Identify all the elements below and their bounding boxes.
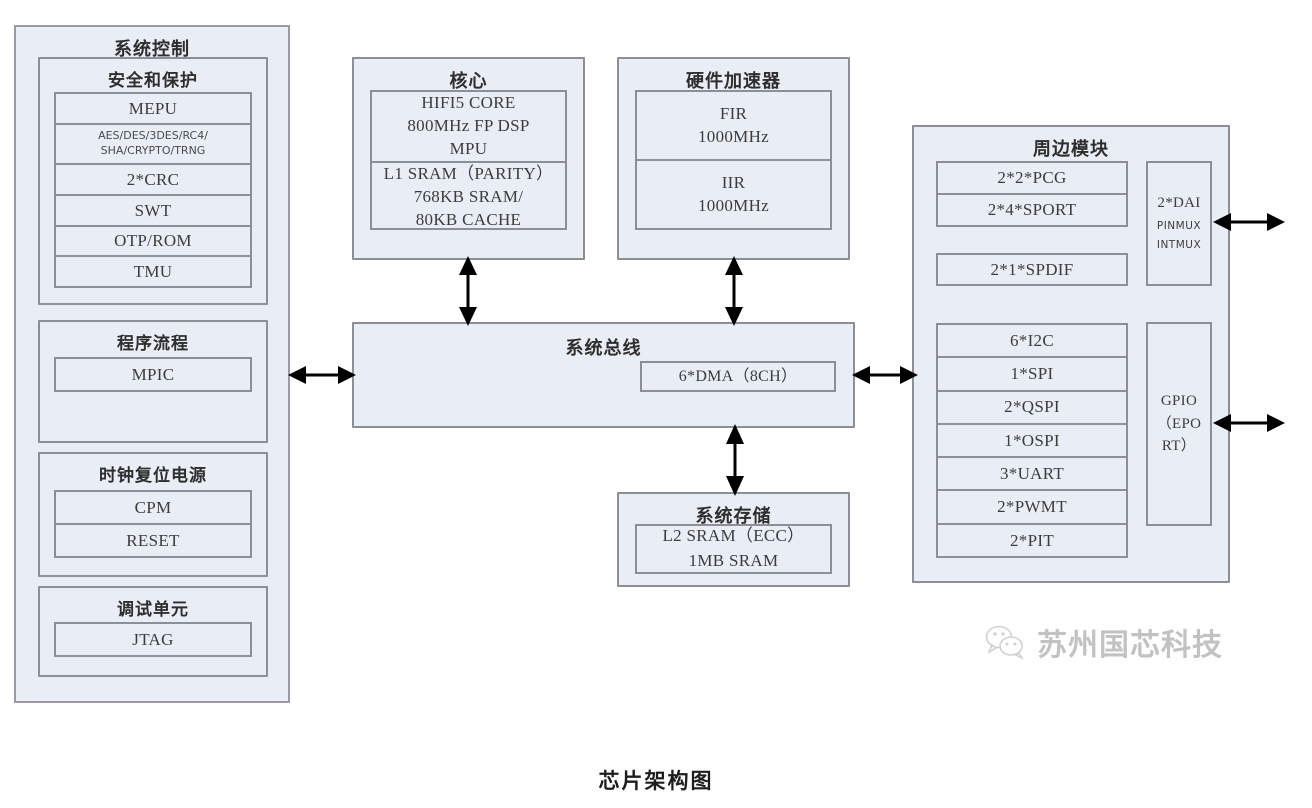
peripheral-modules-title: 周边模块 xyxy=(1033,139,1109,160)
security-item-crc[interactable]: 2*CRC xyxy=(56,165,250,197)
clock-item-cpm[interactable]: CPM xyxy=(56,492,250,525)
peripheral-item-i2c[interactable]: 6*I2C xyxy=(938,325,1126,359)
core-item-l1-sram[interactable]: L1 SRAM（PARITY） 768KB SRAM/ 80KB CACHE xyxy=(383,163,554,229)
security-item-swt[interactable]: SWT xyxy=(56,196,250,227)
peripheral-item-pit[interactable]: 2*PIT xyxy=(1010,530,1054,550)
security-protection-title: 安全和保护 xyxy=(108,71,198,91)
security-item-otp-rom[interactable]: OTP/ROM xyxy=(56,227,250,258)
debug-unit-title: 调试单元 xyxy=(117,600,189,620)
security-item-crypto[interactable]: AES/DES/3DES/RC4/ SHA/CRYPTO/TRNG xyxy=(56,125,250,166)
clock-reset-power-title: 时钟复位电源 xyxy=(99,466,207,486)
security-item-mepu[interactable]: MEPU xyxy=(56,94,250,125)
peripheral-item-uart[interactable]: 3*UART xyxy=(938,458,1126,492)
debug-unit-item-list: JTAG xyxy=(54,622,252,657)
dma-block[interactable]: 6*DMA（8CH） xyxy=(640,361,836,392)
l2-sram-block[interactable]: L2 SRAM（ECC） 1MB SRAM xyxy=(635,524,832,574)
peripheral-item-pwmt[interactable]: 2*PWMT xyxy=(938,491,1126,525)
security-item-tmu[interactable]: TMU xyxy=(133,261,173,281)
core-item-hifi5[interactable]: HIFI5 CORE 800MHz FP DSP MPU xyxy=(372,92,565,163)
program-flow-item-list: MPIC xyxy=(54,357,252,392)
core-title: 核心 xyxy=(449,71,488,92)
watermark-text: 苏州国芯科技 xyxy=(1037,628,1223,663)
program-flow-item-mpic[interactable]: MPIC xyxy=(131,364,175,384)
hardware-accelerator-item-list: FIR 1000MHz IIR 1000MHz xyxy=(635,90,832,230)
arrow-core-to-bus xyxy=(459,256,477,326)
arrow-control-to-bus xyxy=(288,366,356,384)
arrow-gpio-external-io xyxy=(1213,414,1285,432)
debug-item-jtag[interactable]: JTAG xyxy=(132,629,174,649)
peripheral-serial-list: 6*I2C 1*SPI 2*QSPI 1*OSPI 3*UART 2*PWMT … xyxy=(936,323,1128,558)
peripheral-item-spdif[interactable]: 2*1*SPDIF xyxy=(990,259,1074,279)
peripheral-item-pcg[interactable]: 2*2*PCG xyxy=(938,163,1126,195)
arrow-bus-to-peripherals xyxy=(852,366,918,384)
peripheral-item-qspi[interactable]: 2*QSPI xyxy=(938,392,1126,425)
intmux-label: INTMUX xyxy=(1156,239,1202,252)
dai-block[interactable]: 2*DAI PINMUX INTMUX xyxy=(1146,161,1212,286)
core-item-list: HIFI5 CORE 800MHz FP DSP MPU L1 SRAM（PAR… xyxy=(370,90,567,230)
watermark: 苏州国芯科技 xyxy=(985,620,1223,664)
arrow-bus-to-memory xyxy=(726,424,744,496)
accelerator-item-fir[interactable]: FIR 1000MHz xyxy=(637,92,830,161)
clock-reset-power-item-list: CPM RESET xyxy=(54,490,252,558)
clock-item-reset[interactable]: RESET xyxy=(126,530,180,550)
program-flow-title: 程序流程 xyxy=(117,334,189,354)
system-bus-title: 系统总线 xyxy=(565,338,642,359)
peripheral-audio-list: 2*2*PCG 2*4*SPORT xyxy=(936,161,1128,227)
hardware-accelerator-title: 硬件加速器 xyxy=(686,71,781,92)
security-item-list: MEPU AES/DES/3DES/RC4/ SHA/CRYPTO/TRNG 2… xyxy=(54,92,252,288)
peripheral-item-spi[interactable]: 1*SPI xyxy=(938,358,1126,392)
pinmux-label: PINMUX xyxy=(1156,220,1202,233)
accelerator-item-iir[interactable]: IIR 1000MHz xyxy=(697,172,770,215)
wechat-icon xyxy=(985,625,1025,660)
arrow-accelerator-to-bus xyxy=(725,256,743,326)
peripheral-item-ospi[interactable]: 1*OSPI xyxy=(938,425,1126,459)
gpio-block[interactable]: GPIO （EPO RT） xyxy=(1146,322,1212,526)
diagram-title: 芯片架构图 xyxy=(598,769,714,793)
peripheral-spdif-list: 2*1*SPDIF xyxy=(936,253,1128,286)
system-control-title: 系统控制 xyxy=(114,39,190,60)
arrow-dai-external-io xyxy=(1213,213,1285,231)
peripheral-item-sport[interactable]: 2*4*SPORT xyxy=(987,200,1077,220)
system-memory-title: 系统存储 xyxy=(695,506,772,527)
dai-label: 2*DAI xyxy=(1157,195,1201,212)
